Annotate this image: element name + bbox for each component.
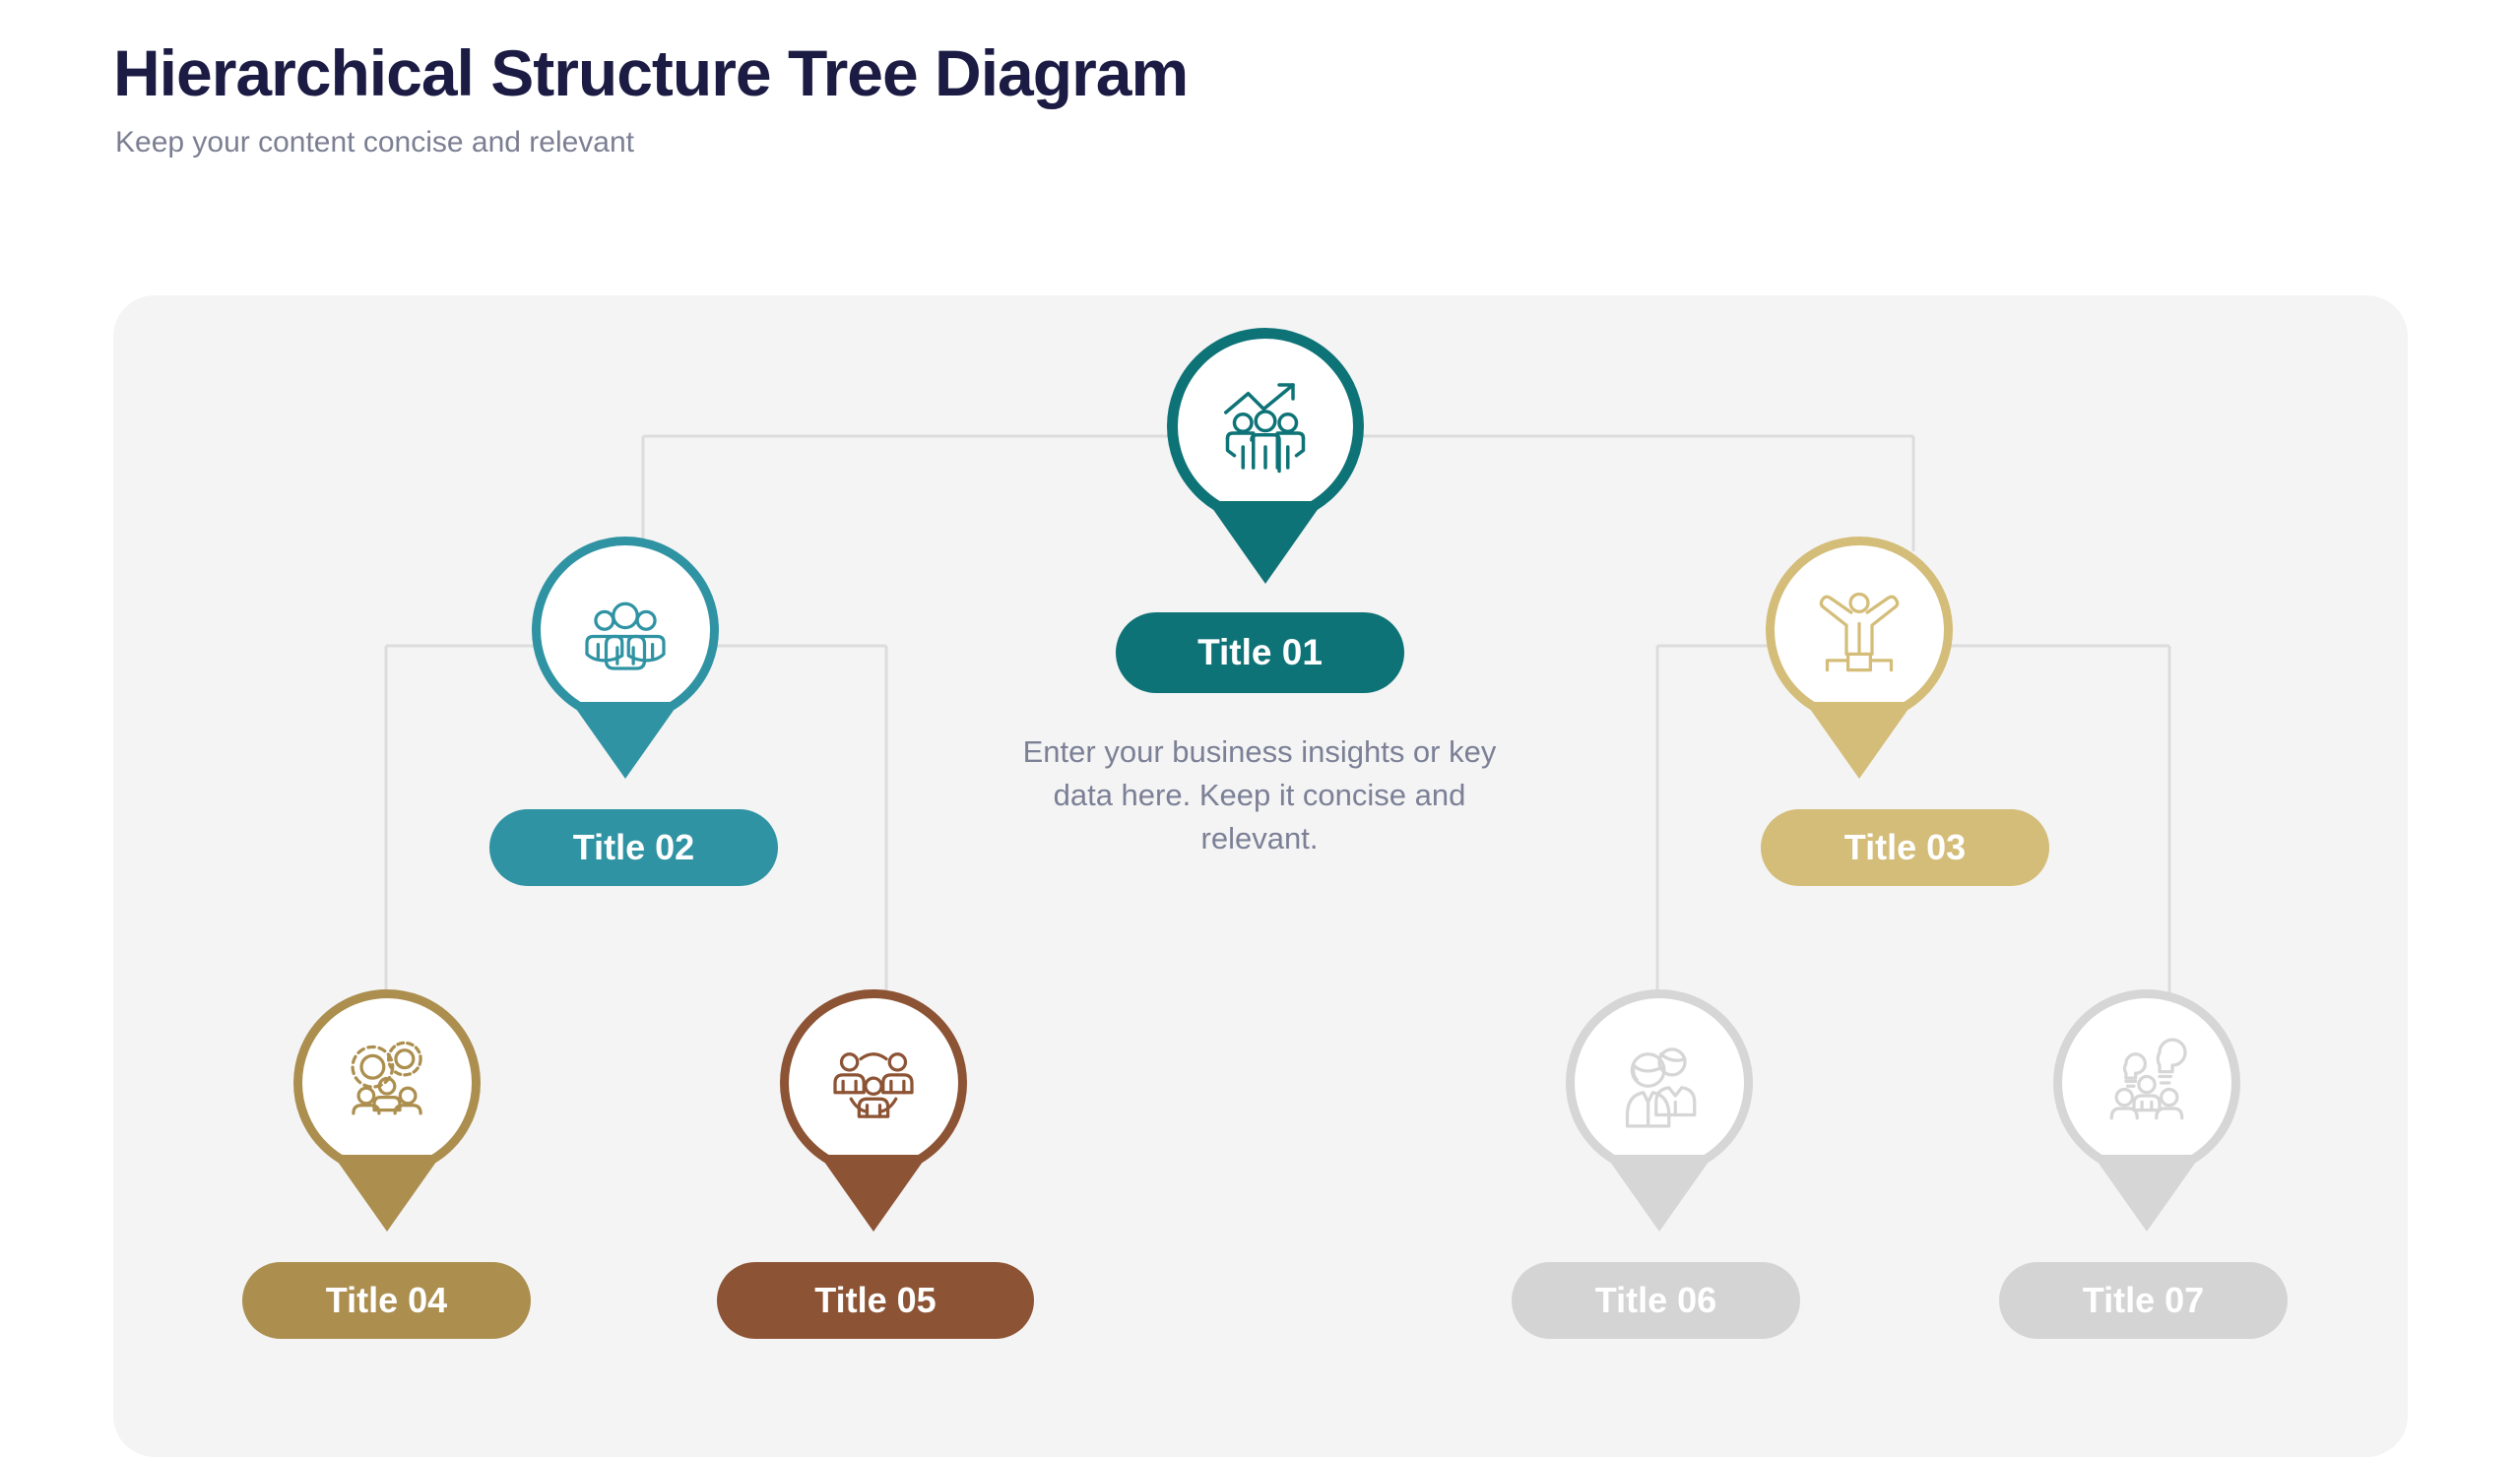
pin-tail-07 xyxy=(2093,1155,2201,1232)
pin-tail-03 xyxy=(1805,702,1913,779)
badge-title-04[interactable]: Title 04 xyxy=(242,1262,531,1339)
badge-title-01[interactable]: Title 01 xyxy=(1116,612,1404,693)
badge-title-05[interactable]: Title 05 xyxy=(717,1262,1034,1339)
badge-title-02[interactable]: Title 02 xyxy=(489,809,778,886)
badge-label-01: Title 01 xyxy=(1197,632,1323,672)
badge-title-06[interactable]: Title 06 xyxy=(1512,1262,1800,1339)
group-of-people-icon xyxy=(585,602,666,670)
badge-label-04: Title 04 xyxy=(325,1280,448,1320)
badge-title-03[interactable]: Title 03 xyxy=(1761,809,2049,886)
badge-label-02: Title 02 xyxy=(572,827,695,867)
pin-tail-02 xyxy=(571,702,679,779)
pin-tail-04 xyxy=(333,1155,441,1232)
badge-label-06: Title 06 xyxy=(1594,1280,1717,1320)
page-title: Hierarchical Structure Tree Diagram xyxy=(113,36,1189,109)
pin-circle-01 xyxy=(1167,328,1364,525)
gears-with-people-icon xyxy=(351,1041,422,1115)
root-description-text: Enter your business insights or key data… xyxy=(1022,734,1497,856)
root-description: Enter your business insights or key data… xyxy=(1003,730,1516,860)
two-people-icon xyxy=(1625,1047,1697,1128)
pin-tail-05 xyxy=(819,1155,928,1232)
badge-label-05: Title 05 xyxy=(814,1280,937,1320)
badge-label-07: Title 07 xyxy=(2082,1280,2205,1320)
pin-circle-05 xyxy=(780,989,967,1176)
pin-circle-04 xyxy=(293,989,481,1176)
badge-title-07[interactable]: Title 07 xyxy=(1999,1262,2288,1339)
pin-circle-03 xyxy=(1766,537,1953,724)
header: Hierarchical Structure Tree Diagram Keep… xyxy=(113,36,1189,159)
page-subtitle: Keep your content concise and relevant xyxy=(115,125,635,158)
people-network-icon xyxy=(833,1052,914,1118)
badge-label-03: Title 03 xyxy=(1843,827,1967,867)
pin-tail-01 xyxy=(1207,501,1324,584)
pin-circle-06 xyxy=(1566,989,1753,1176)
pin-tail-06 xyxy=(1605,1155,1713,1232)
person-on-podium-icon xyxy=(1819,592,1900,672)
team-growth-chart-icon xyxy=(1224,383,1306,474)
pin-circle-07 xyxy=(2053,989,2240,1176)
pin-circle-02 xyxy=(532,537,719,724)
people-with-ideas-icon xyxy=(2109,1038,2187,1120)
